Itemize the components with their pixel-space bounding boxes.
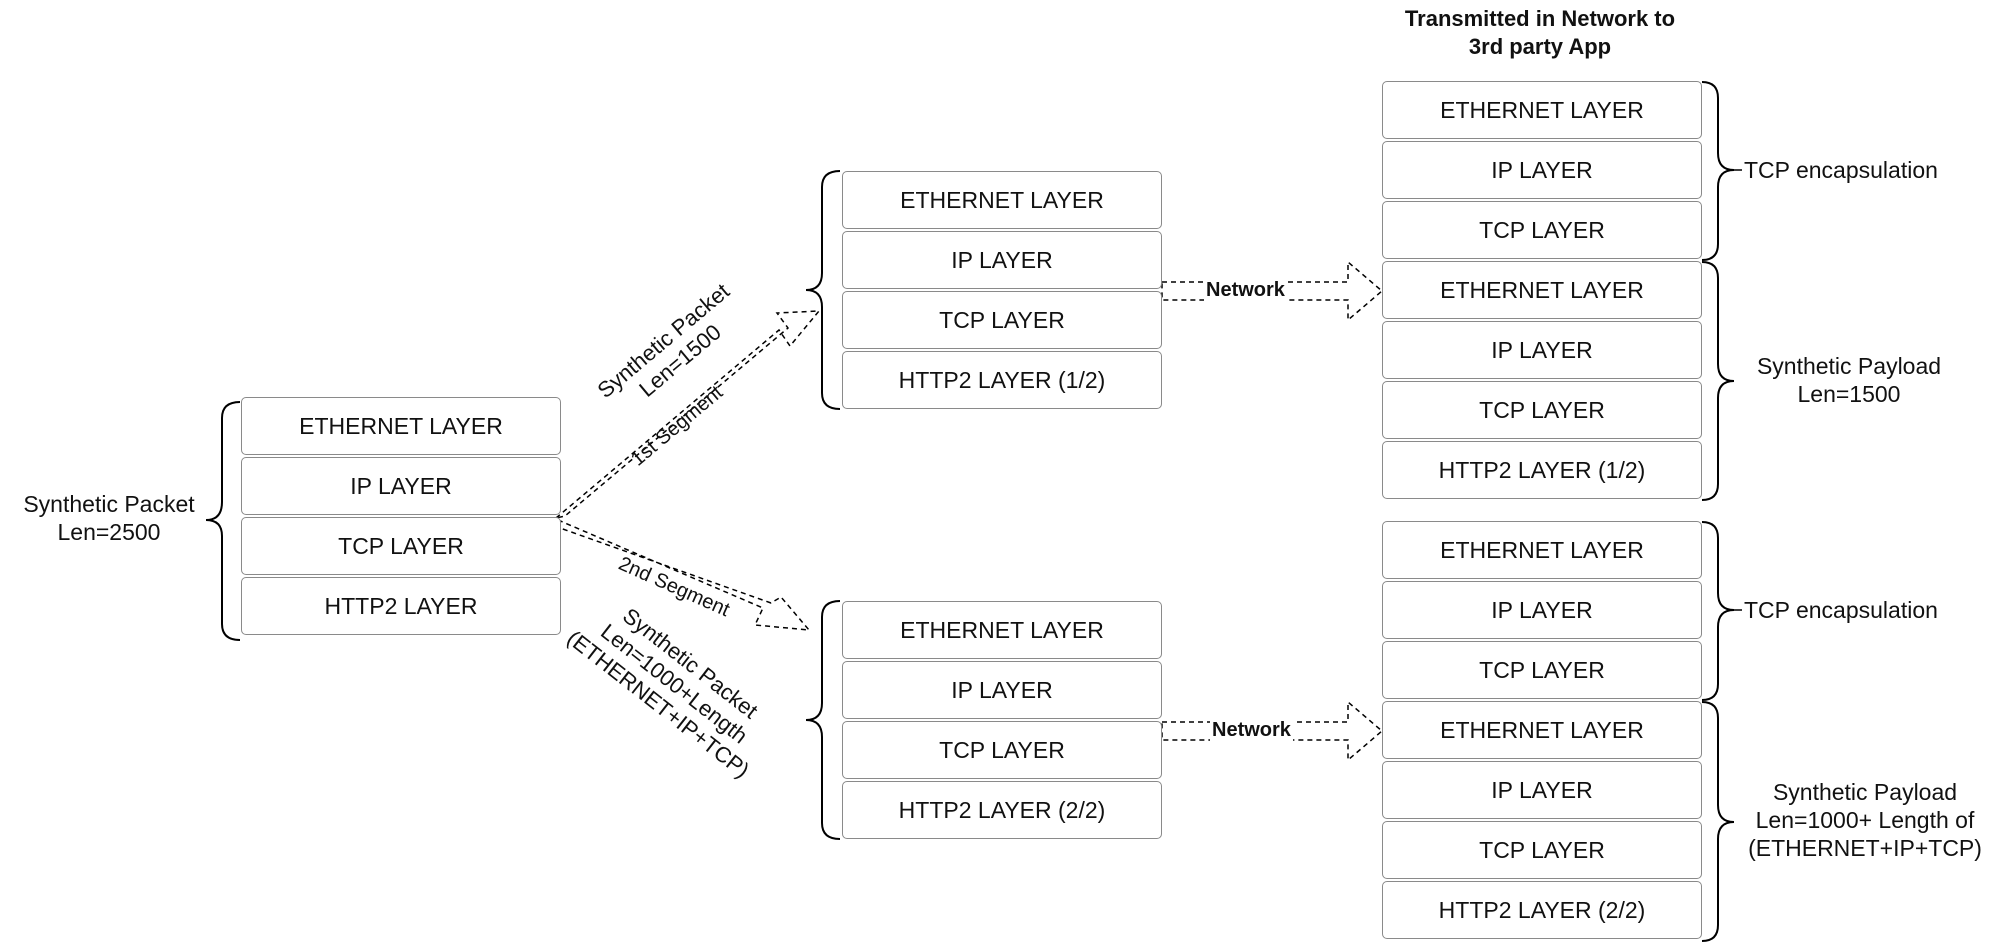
output2-encap-ip-layer: IP LAYER <box>1382 581 1702 639</box>
source-label-line1: Synthetic Packet <box>23 491 195 517</box>
segment2-ip-layer: IP LAYER <box>842 661 1162 719</box>
diagram-title: Transmitted in Network to 3rd party App <box>1380 5 1700 61</box>
title-line2: 3rd party App <box>1468 34 1612 59</box>
brace-source <box>205 401 241 641</box>
segment1-arrow <box>555 310 821 519</box>
source-packet-label: Synthetic Packet Len=2500 <box>14 490 204 546</box>
segment1-ethernet-layer: ETHERNET LAYER <box>842 171 1162 229</box>
brace-out2-payload <box>1701 701 1735 942</box>
output1-payload-line1: Synthetic Payload <box>1756 353 1942 379</box>
output1-encap-ip-layer: IP LAYER <box>1382 141 1702 199</box>
output2-payload-line3: (ETHERNET+IP+TCP) <box>1748 835 1982 861</box>
output2-payload-ethernet-layer: ETHERNET LAYER <box>1382 701 1702 759</box>
brace-segment2 <box>805 600 841 840</box>
output2-payload-http2-layer: HTTP2 LAYER (2/2) <box>1382 881 1702 939</box>
brace-out1-encap <box>1701 81 1735 261</box>
output2-payload-line2: Len=1000+ Length of <box>1755 807 1975 833</box>
source-ip-layer: IP LAYER <box>241 457 561 515</box>
source-http2-layer: HTTP2 LAYER <box>241 577 561 635</box>
segment2-http2-layer: HTTP2 LAYER (2/2) <box>842 781 1162 839</box>
output2-payload-ip-layer: IP LAYER <box>1382 761 1702 819</box>
output1-payload-tcp-layer: TCP LAYER <box>1382 381 1702 439</box>
source-label-line2: Len=2500 <box>57 519 161 545</box>
output2-payload-label: Synthetic Payload Len=1000+ Length of (E… <box>1740 778 1990 862</box>
output1-payload-line2: Len=1500 <box>1797 381 1901 407</box>
output1-payload-ip-layer: IP LAYER <box>1382 321 1702 379</box>
brace-out2-encap <box>1701 521 1735 701</box>
network-label-1: Network <box>1204 279 1287 302</box>
output1-payload-ethernet-layer: ETHERNET LAYER <box>1382 261 1702 319</box>
source-ethernet-layer: ETHERNET LAYER <box>241 397 561 455</box>
output2-encap-label: TCP encapsulation <box>1744 597 1938 623</box>
segment1-tcp-layer: TCP LAYER <box>842 291 1162 349</box>
network-label-2: Network <box>1210 719 1293 742</box>
output1-payload-label: Synthetic Payload Len=1500 <box>1744 352 1954 408</box>
segment2-arrow <box>556 518 811 631</box>
brace-out1-payload <box>1701 261 1735 501</box>
output2-encap-tcp-layer: TCP LAYER <box>1382 641 1702 699</box>
output1-encap-ethernet-layer: ETHERNET LAYER <box>1382 81 1702 139</box>
title-line1: Transmitted in Network to <box>1404 6 1676 31</box>
segment1-http2-layer: HTTP2 LAYER (1/2) <box>842 351 1162 409</box>
output2-payload-line1: Synthetic Payload <box>1772 779 1958 805</box>
segment2-tcp-layer: TCP LAYER <box>842 721 1162 779</box>
brace-segment1 <box>805 170 841 410</box>
output1-payload-http2-layer: HTTP2 LAYER (1/2) <box>1382 441 1702 499</box>
output1-encap-tcp-layer: TCP LAYER <box>1382 201 1702 259</box>
source-tcp-layer: TCP LAYER <box>241 517 561 575</box>
output1-encap-label: TCP encapsulation <box>1744 157 1938 183</box>
segment1-ip-layer: IP LAYER <box>842 231 1162 289</box>
output2-payload-tcp-layer: TCP LAYER <box>1382 821 1702 879</box>
output2-encap-ethernet-layer: ETHERNET LAYER <box>1382 521 1702 579</box>
segment2-ethernet-layer: ETHERNET LAYER <box>842 601 1162 659</box>
